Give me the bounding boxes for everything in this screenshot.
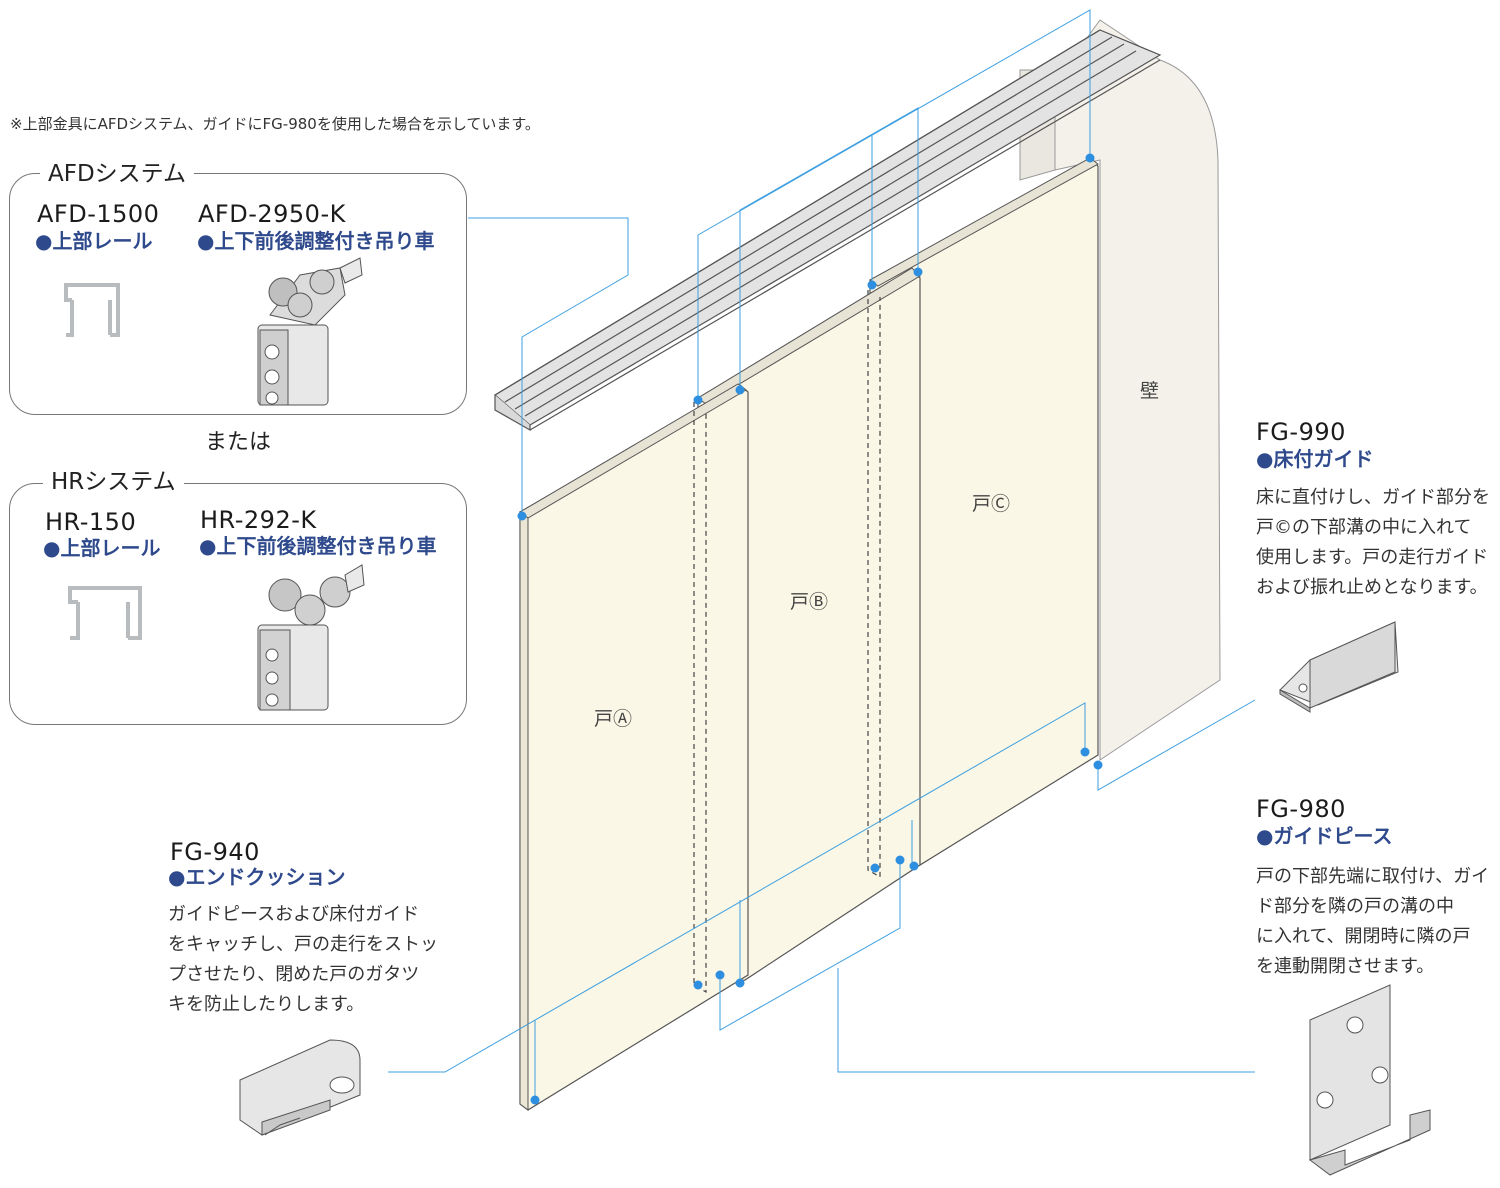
dot — [895, 855, 905, 865]
hr-hanger-icon — [257, 564, 365, 711]
afd-rail-name: ●上部レール — [35, 229, 153, 253]
fg980-guide-piece-icon — [1308, 984, 1431, 1176]
dot — [909, 861, 919, 871]
connection-dots — [517, 153, 1103, 1105]
fg990-model: FG-990 — [1256, 418, 1346, 446]
fg940-desc-4: キを防止したりします。 — [168, 994, 365, 1015]
hr-system-box — [9, 483, 467, 725]
door-a — [519, 383, 749, 1111]
hr-rail-model: HR-150 — [45, 508, 137, 536]
fg990-name: ●床付ガイド — [1256, 447, 1374, 471]
dot — [715, 970, 725, 980]
fg980-desc-3: に入れて、開閉時に隣の戸 — [1256, 926, 1471, 947]
fg980-desc-4: を連動開閉させます。 — [1256, 956, 1435, 977]
fg990-desc-1: 床に直付けし、ガイド部分を — [1256, 487, 1490, 508]
fg980-model: FG-980 — [1256, 795, 1346, 823]
wall-label: 壁 — [1140, 380, 1160, 402]
hr-rail-profile-icon — [68, 586, 142, 640]
dot — [530, 1095, 540, 1105]
afd-hanger-icon — [257, 257, 363, 406]
leader-lines — [388, 9, 1256, 1100]
dot — [735, 978, 745, 988]
dot — [735, 385, 745, 395]
fg940-desc-3: プさせたり、閉めた戸のガタツ — [168, 964, 420, 985]
afd-hanger-model: AFD-2950-K — [198, 200, 346, 228]
or-label: または — [205, 430, 272, 455]
fg980-desc-2: ド部分を隣の戸の溝の中 — [1256, 896, 1454, 917]
dot — [913, 267, 923, 277]
hr-system-title: HRシステム — [43, 471, 184, 494]
afd-hanger-name: ●上下前後調整付き吊り車 — [197, 229, 435, 253]
fg990-desc-2: 戸©の下部溝の中に入れて — [1256, 517, 1472, 538]
door-b-label: 戸Ⓑ — [790, 591, 829, 613]
fg940-model: FG-940 — [170, 838, 260, 866]
afd-rail-model: AFD-1500 — [37, 200, 160, 228]
fg980-desc-1: 戸の下部先端に取付け、ガイ — [1256, 866, 1490, 887]
fg940-desc-1: ガイドピースおよび床付ガイド — [168, 904, 420, 925]
afd-system-box — [9, 173, 467, 415]
fg940-desc-2: をキャッチし、戸の走行をストッ — [168, 934, 438, 955]
fg980-name: ●ガイドピース — [1256, 824, 1393, 848]
afd-system-title: AFDシステム — [40, 163, 194, 186]
dot — [517, 511, 527, 521]
door-c-label: 戸Ⓒ — [972, 493, 1011, 515]
dot — [1085, 153, 1095, 163]
hr-hanger-model: HR-292-K — [200, 506, 317, 534]
fg940-end-cushion-icon — [239, 1039, 361, 1136]
dot — [1093, 760, 1103, 770]
fg990-floor-guide-icon — [1279, 621, 1399, 713]
fg990-desc-3: 使用します。戸の走行ガイド — [1256, 547, 1489, 568]
dot — [1080, 747, 1090, 757]
usage-note: ※上部金具にAFDシステム、ガイドにFG-980を使用した場合を示しています。 — [10, 115, 540, 133]
dot — [867, 280, 877, 290]
afd-rail-profile-icon — [64, 283, 120, 337]
dot — [693, 395, 703, 405]
fg990-desc-4: および振れ止めとなります。 — [1256, 577, 1488, 598]
hr-hanger-name: ●上下前後調整付き吊り車 — [199, 534, 437, 558]
dot — [870, 863, 880, 873]
top-rail — [493, 29, 1162, 432]
dot — [693, 980, 703, 990]
door-a-label: 戸Ⓐ — [594, 708, 633, 730]
hr-rail-name: ●上部レール — [43, 536, 161, 560]
fg940-name: ●エンドクッション — [168, 865, 346, 889]
